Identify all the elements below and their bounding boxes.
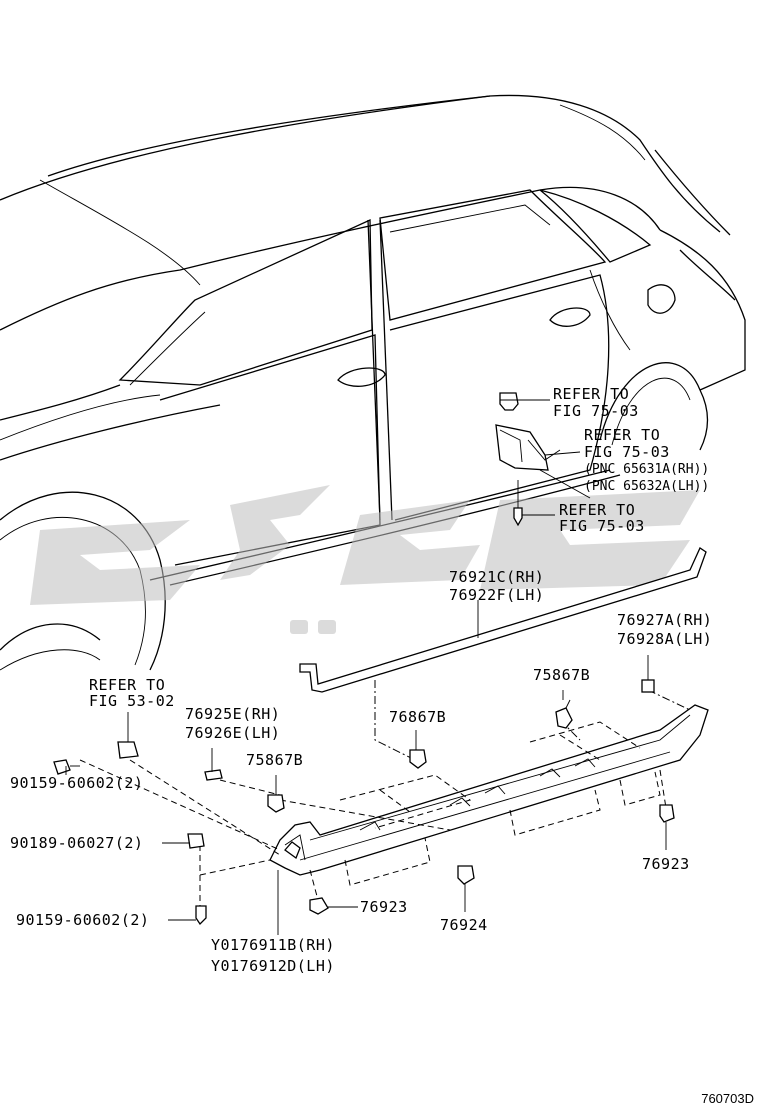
clip-rh-label: 76925E(RH) [185,705,281,723]
clip-icon [187,833,205,849]
figure-id: 760703D [701,1091,754,1106]
clip-icon [659,804,675,823]
pnc-rh: (PNC 65631A(RH)) [584,462,710,477]
refer-low-line1: REFER TO [559,501,636,519]
screw-90189-label: 90189-06027(2) [10,834,144,852]
pad-icon [641,679,655,693]
clip-76924-label: 76924 [440,916,488,934]
clip-76923-right-label: 76923 [642,855,690,873]
screw-icon [513,480,523,527]
clip-icon [117,741,139,759]
clip-icon [499,392,519,411]
sill-rh-label: Y0176911B(RH) [211,936,335,954]
pad-rh-label: 76927A(RH) [617,611,713,629]
refer-mid-line1: REFER TO [584,426,661,444]
refer-53-line2: FIG 53-02 [89,692,175,710]
sill-lh-label: Y0176912D(LH) [211,957,335,975]
clip-icon [409,749,427,769]
molding-lh-label: 76922F(LH) [449,586,545,604]
screw-icon [53,759,80,775]
clip-lh-label: 76926E(LH) [185,724,281,742]
clip-icon [555,699,573,729]
clip-76867b-label: 76867B [389,708,447,726]
refer-low-line2: FIG 75-03 [559,517,645,535]
clip-icon [267,794,285,813]
pad-lh-label: 76928A(LH) [617,630,713,648]
screw-icon [195,905,207,926]
bracket-icon [495,424,561,471]
screw-90159-lower-label: 90159-60602(2) [16,911,150,929]
screw-90159-upper-label: 90159-60602(2) [10,774,144,792]
clip-75867b-upper-label: 75867B [533,666,591,684]
refer-top-line2: FIG 75-03 [553,402,639,420]
rocker-sill-panel [269,704,709,876]
clip-icon [457,865,475,885]
refer-mid-line2: FIG 75-03 [584,443,670,461]
pnc-lh: (PNC 65632A(LH)) [584,479,710,494]
clip-icon [309,897,329,915]
refer-53-line1: REFER TO [89,676,166,694]
clip-icon [204,769,223,781]
clip-75867b-lower-label: 75867B [246,751,304,769]
molding-rh-label: 76921C(RH) [449,568,545,586]
clip-76923-lower-label: 76923 [360,898,408,916]
side-molding [299,547,707,693]
refer-top-line1: REFER TO [553,385,630,403]
